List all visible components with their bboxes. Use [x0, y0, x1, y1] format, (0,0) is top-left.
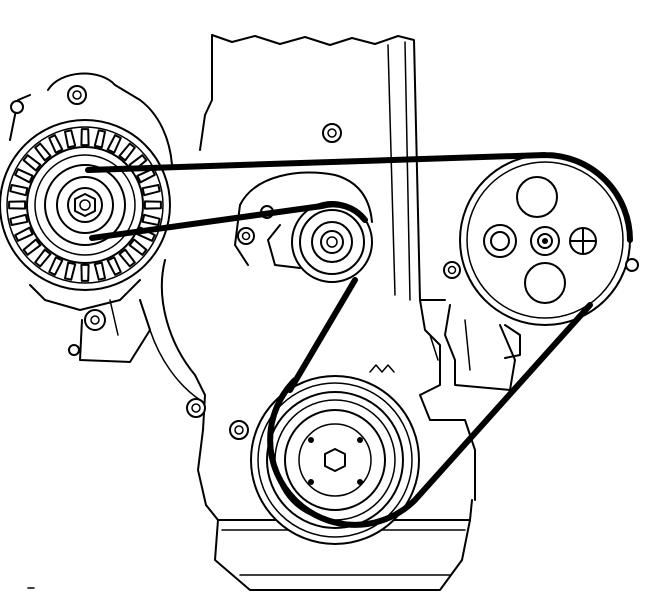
alternator-fin	[80, 128, 90, 147]
alternator-fin	[93, 261, 106, 281]
alternator-fin	[93, 129, 106, 149]
alternator-fin	[143, 200, 162, 210]
idler-pulley	[267, 201, 373, 283]
alternator-fin	[141, 184, 161, 197]
drive-belts	[85, 152, 633, 528]
alternator-fin	[22, 238, 42, 256]
crankshaft-bolt	[324, 448, 346, 472]
alternator	[0, 72, 173, 363]
alternator-fin	[118, 248, 136, 268]
drive-belt-lower	[267, 277, 593, 528]
alternator-fin	[80, 263, 90, 282]
alternator-fin	[34, 142, 52, 162]
alternator-fin	[106, 256, 122, 276]
alternator-fin	[106, 134, 122, 154]
alternator-fin	[64, 129, 77, 149]
alternator-fin	[9, 213, 29, 226]
alternator-fin	[34, 248, 52, 268]
alternator-fin	[8, 200, 27, 210]
alternator-fin	[48, 134, 64, 154]
alternator-fin	[14, 168, 34, 184]
power-steering-pump	[444, 154, 639, 391]
alternator-nut	[74, 193, 96, 217]
alternator-fin	[128, 238, 148, 256]
alternator-fin	[22, 154, 42, 172]
drive-belt-upper	[85, 152, 633, 243]
alternator-fin	[9, 184, 29, 197]
alternator-fin	[141, 213, 161, 226]
alternator-fin	[48, 256, 64, 276]
alternator-fin	[136, 168, 156, 184]
alternator-fin	[64, 261, 77, 281]
alternator-fin	[14, 226, 34, 242]
alternator-fin	[118, 142, 136, 162]
